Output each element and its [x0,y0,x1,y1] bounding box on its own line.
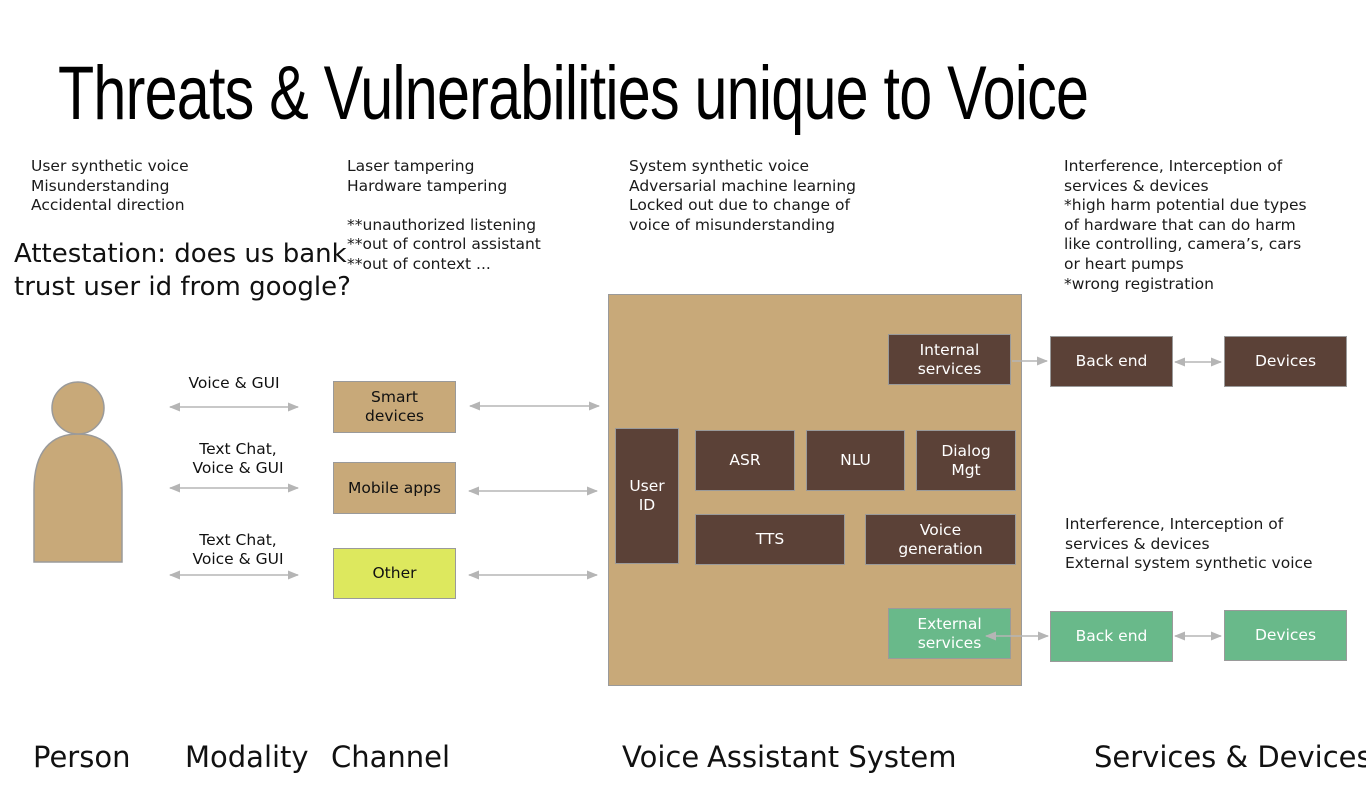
channel-threats-note: Laser tampering Hardware tampering **una… [347,157,541,273]
modality-label-text-voice-gui-1: Text Chat, Voice & GUI [192,440,284,477]
footer-voice: Voice [622,740,700,774]
backend-top-box: Back end [1050,336,1173,387]
voice-generation-box: Voice generation [865,514,1016,565]
slide-title: Threats & Vulnerabilities unique to Voic… [58,51,1089,136]
attestation-note: Attestation: does us bank trust user id … [14,239,351,302]
footer-services-devices: Services & Devices [1094,740,1366,774]
nlu-box: NLU [806,430,905,491]
footer-modality: Modality [185,740,309,774]
backend-bottom-box: Back end [1050,611,1173,662]
system-threats-note: System synthetic voice Adversarial machi… [629,157,857,234]
internal-services-box: Internal services [888,334,1011,385]
asr-box: ASR [695,430,795,491]
channel-smart-devices: Smart devices [333,381,456,433]
modality-label-voice-gui: Voice & GUI [188,374,280,392]
modality-label-text-voice-gui-2: Text Chat, Voice & GUI [192,531,284,568]
footer-channel: Channel [331,740,451,774]
external-services-box: External services [888,608,1011,659]
external-services-threats-note: Interference, Interception of services &… [1065,515,1313,573]
footer-person: Person [33,740,131,774]
person-threats-note: User synthetic voice Misunderstanding Ac… [31,157,189,215]
person-icon [33,381,123,563]
user-id-box: User ID [615,428,679,564]
devices-bottom-box: Devices [1224,610,1347,661]
services-threats-note: Interference, Interception of services &… [1064,157,1307,293]
footer-assistant-system: Assistant System [707,740,957,774]
channel-mobile-apps: Mobile apps [333,462,456,514]
channel-other: Other [333,548,456,599]
dialog-mgt-box: Dialog Mgt [916,430,1016,491]
tts-box: TTS [695,514,845,565]
devices-top-box: Devices [1224,336,1347,387]
